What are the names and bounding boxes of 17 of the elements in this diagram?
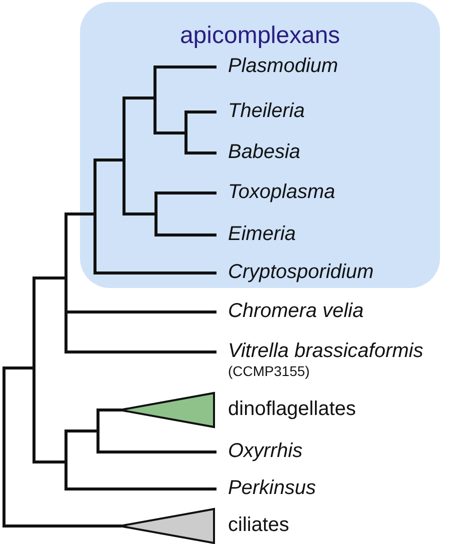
collapsed-clade-triangle — [119, 392, 215, 428]
taxon-name: Toxoplasma — [228, 180, 336, 204]
taxon-name: Vitrella brassicaformis — [228, 339, 424, 363]
taxon-name: Babesia — [228, 140, 300, 164]
clade-highlight-box — [80, 2, 440, 288]
taxon-name: Theileria — [228, 99, 305, 123]
collapsed-clade-triangle — [119, 508, 215, 544]
strain-label: (CCMP3155) — [228, 363, 311, 379]
clade-label: ciliates — [228, 513, 290, 537]
taxon-name: Cryptosporidium — [228, 260, 374, 284]
taxon-name: Plasmodium — [228, 54, 338, 78]
taxon-name: Perkinsus — [228, 476, 316, 500]
taxon-name: Eimeria — [228, 222, 296, 246]
clade-title: apicomplexans — [178, 22, 342, 50]
taxon-name: Chromera velia — [228, 299, 364, 323]
clade-label: dinoflagellates — [228, 397, 356, 421]
taxon-name: Oxyrrhis — [228, 439, 302, 463]
